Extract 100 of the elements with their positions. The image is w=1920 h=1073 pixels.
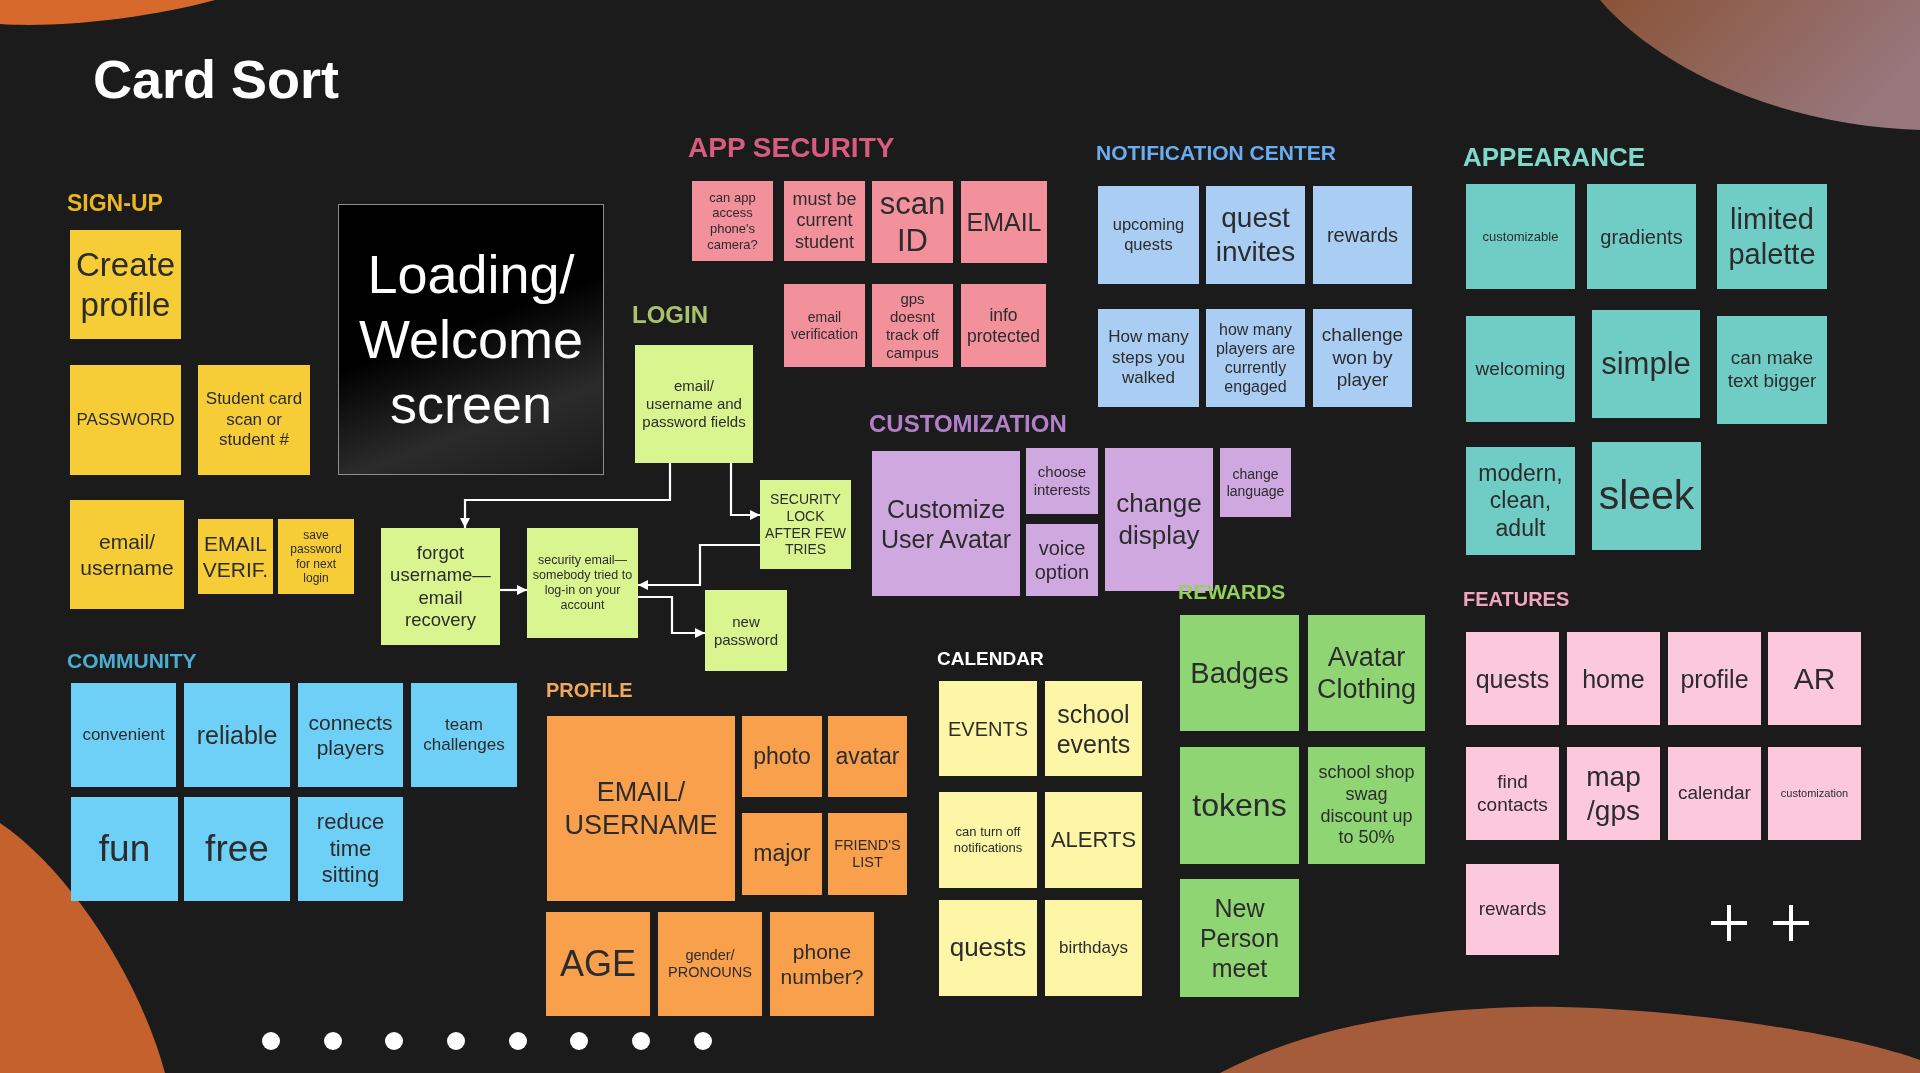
- sticky-note: [184, 683, 290, 787]
- arrow: [638, 595, 705, 638]
- sticky-note: [770, 912, 874, 1016]
- sticky-note: [1045, 792, 1142, 888]
- sticky-note: [1206, 309, 1305, 407]
- note-text: AGE: [560, 942, 636, 986]
- note-text: New Person meet: [1198, 893, 1281, 983]
- note-text: gradients: [1600, 224, 1683, 249]
- note-text: find contacts: [1476, 770, 1549, 817]
- sticky-note: [658, 912, 762, 1016]
- sticky-note: [1466, 184, 1575, 289]
- group-heading: CUSTOMIZATION: [869, 411, 1067, 438]
- sticky-note: [1592, 310, 1700, 418]
- note-text: sleek: [1598, 471, 1695, 521]
- sticky-note: [1466, 632, 1559, 725]
- group-heading: APPEARANCE: [1463, 143, 1646, 172]
- sticky-note: [1098, 309, 1199, 407]
- note-text: scan ID: [878, 184, 947, 260]
- arrow: [460, 463, 672, 528]
- sticky-note: [872, 181, 953, 263]
- note-text: AR: [1793, 660, 1836, 697]
- sticky-note: [1717, 316, 1827, 424]
- group-heading: NOTIFICATION CENTER: [1096, 141, 1336, 165]
- note-text: new password: [712, 612, 780, 649]
- note-text: choose interests: [1032, 463, 1092, 499]
- sticky-note: [381, 528, 500, 645]
- sticky-note: [70, 230, 181, 339]
- note-text: reduce time sitting: [315, 809, 386, 889]
- note-text: major: [753, 840, 811, 868]
- group-heading: COMMUNITY: [67, 649, 197, 673]
- note-text: convenient: [82, 724, 165, 746]
- sticky-note: [1308, 747, 1425, 864]
- note-text: FRIEND'S LIST: [833, 836, 902, 872]
- note-text: fun: [98, 826, 151, 871]
- note-text: calendar: [1678, 782, 1751, 805]
- note-text: school events: [1055, 698, 1132, 759]
- note-text: change language: [1225, 465, 1286, 500]
- sticky-note: [1668, 632, 1761, 725]
- sticky-note: [1587, 184, 1696, 289]
- sticky-note: [742, 716, 822, 797]
- sticky-note: [828, 813, 907, 895]
- sticky-note: [1098, 186, 1199, 284]
- note-text: EMAIL/ USERNAME: [563, 776, 719, 841]
- sticky-note: [70, 500, 184, 609]
- sticky-note: [1466, 316, 1575, 422]
- note-text: voice option: [1033, 536, 1091, 584]
- arrow: [729, 463, 760, 520]
- note-text: ALERTS: [1050, 826, 1137, 854]
- note-text: phone number?: [779, 938, 865, 990]
- note-text: customization: [1780, 786, 1849, 801]
- sticky-note: [961, 284, 1046, 367]
- note-text: security email—somebody tried to log-in on your account: [531, 553, 634, 613]
- note-text: customizable: [1482, 228, 1559, 245]
- sticky-note: [71, 797, 178, 901]
- note-text: change display: [1115, 488, 1203, 551]
- note-text: welcoming: [1475, 357, 1566, 381]
- sticky-note: [635, 345, 753, 463]
- note-text: quest invites: [1214, 201, 1297, 269]
- sticky-note: [1206, 186, 1305, 284]
- note-text: reliable: [196, 720, 278, 750]
- sticky-note: [939, 792, 1037, 888]
- note-text: avatar: [835, 742, 900, 771]
- note-text: birthdays: [1059, 937, 1128, 959]
- sticky-note: [1045, 681, 1142, 776]
- note-text: modern, clean, adult: [1477, 459, 1564, 543]
- note-text: Student card scan or student #: [204, 389, 304, 451]
- note-text: upcoming quests: [1111, 215, 1186, 255]
- sticky-note: [1768, 747, 1861, 840]
- group-heading: PROFILE: [546, 679, 633, 701]
- sticky-note: [828, 716, 907, 797]
- sticky-note: [1308, 615, 1425, 731]
- sticky-note: [692, 181, 773, 261]
- sticky-note: [1045, 900, 1142, 996]
- sticky-note: [784, 181, 865, 261]
- sticky-note: [1592, 442, 1701, 550]
- note-text: can app access phone's camera?: [706, 189, 759, 253]
- note-text: rewards: [1326, 223, 1399, 247]
- sticky-note: [527, 528, 638, 638]
- note-text: home: [1582, 663, 1645, 694]
- sticky-note: [411, 683, 517, 787]
- note-text: connects players: [307, 709, 394, 761]
- group-heading: FEATURES: [1463, 588, 1570, 610]
- arrow: [638, 543, 760, 590]
- sticky-note: [961, 181, 1047, 263]
- note-text: how many players are currently engaged: [1214, 319, 1297, 397]
- sticky-note: [939, 900, 1037, 996]
- note-text: email/ username: [79, 529, 175, 580]
- sticky-note: [278, 519, 354, 594]
- note-text: simple: [1601, 345, 1691, 383]
- sticky-note: [760, 480, 851, 569]
- group-heading: SIGN-UP: [67, 191, 163, 217]
- note-text: EMAIL VERIF.: [202, 531, 269, 582]
- note-text: school shop swag discount up to 50%: [1317, 762, 1416, 849]
- sticky-note: [71, 683, 176, 787]
- sticky-note: [1180, 879, 1299, 997]
- note-text: email/ username and password fields: [641, 377, 747, 431]
- screen-card: [338, 204, 604, 475]
- note-text: EMAIL: [966, 207, 1042, 237]
- sticky-note: [1220, 448, 1291, 517]
- sticky-note: [184, 797, 290, 901]
